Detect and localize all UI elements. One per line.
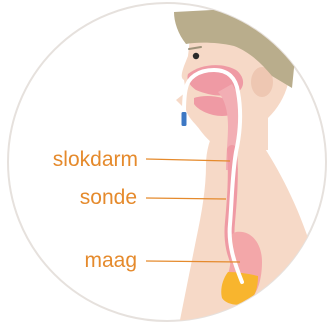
label-sonde: sonde: [80, 186, 137, 209]
label-maag: maag: [84, 249, 137, 272]
feeding-tube-tip: [182, 112, 187, 126]
feeding-tube-external: [184, 88, 186, 112]
label-slokdarm: slokdarm: [53, 148, 138, 171]
eye: [193, 53, 199, 59]
